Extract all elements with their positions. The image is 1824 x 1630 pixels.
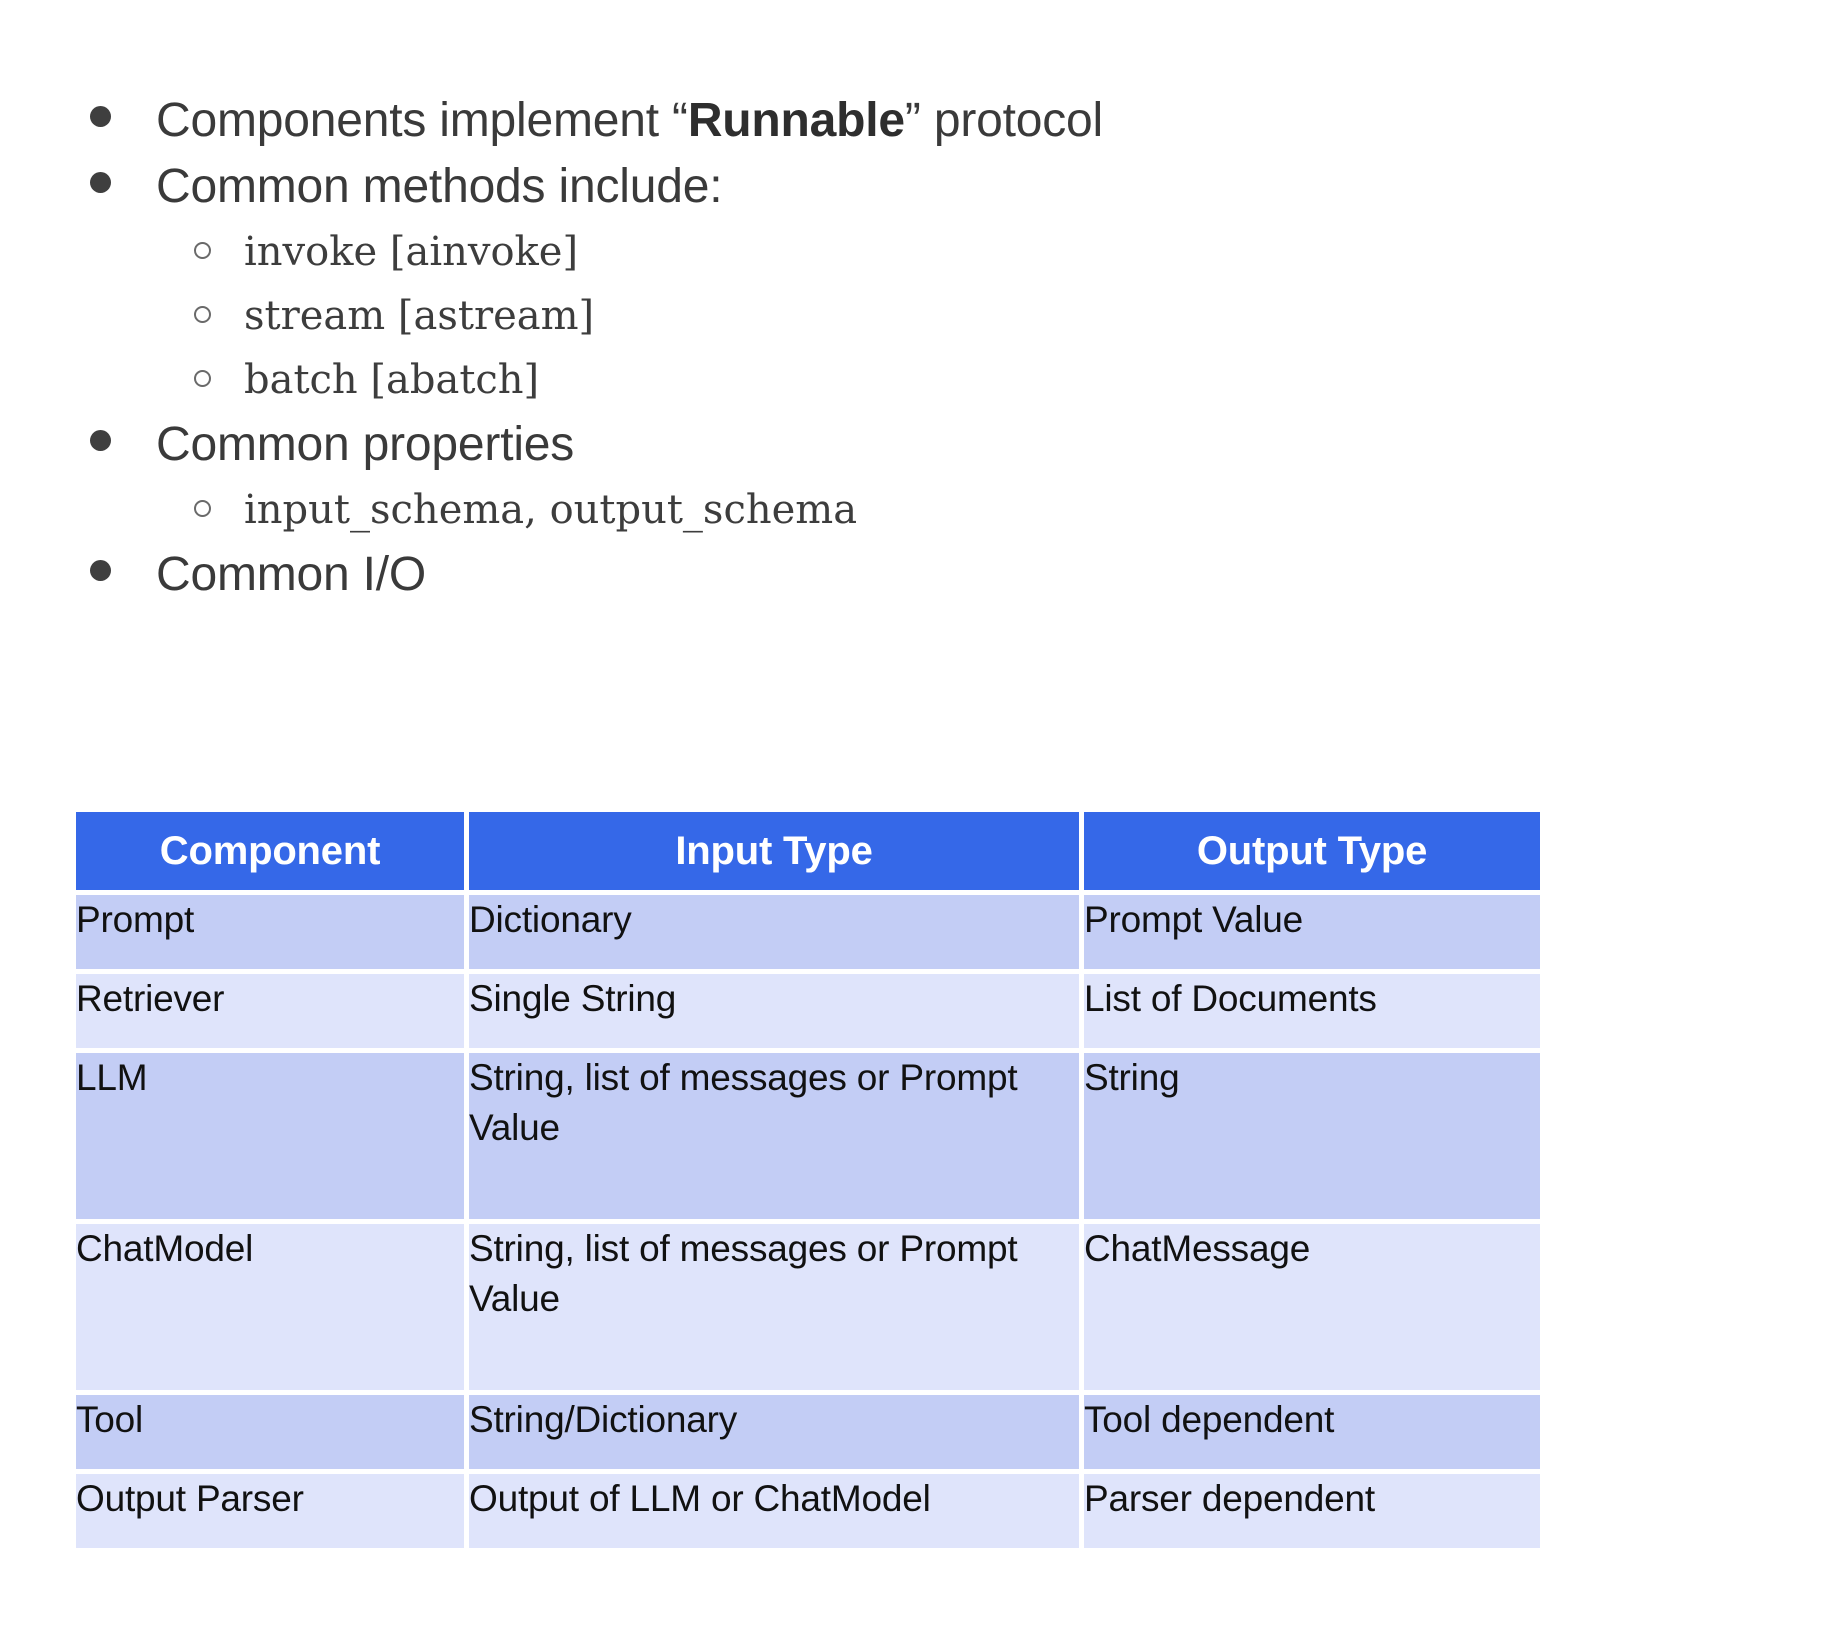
bullet-text-common-methods: Common methods include: [156, 160, 723, 213]
table-row: LLM String, list of messages or Prompt V… [76, 1053, 1540, 1219]
bullet-text-runnable: Components implement “Runnable” protocol [156, 94, 1103, 147]
bullet-text-stream: stream [astream] [244, 293, 595, 339]
cell-component: Output Parser [76, 1474, 464, 1548]
list-item: invoke [ainvoke] [76, 220, 1676, 284]
cell-output-type: Tool dependent [1084, 1395, 1540, 1469]
component-io-table-wrapper: Component Input Type Output Type Prompt … [76, 812, 1540, 1548]
table-header-row: Component Input Type Output Type [76, 812, 1540, 890]
table-row: ChatModel String, list of messages or Pr… [76, 1224, 1540, 1390]
column-header-input-type: Input Type [469, 812, 1079, 890]
cell-component: ChatModel [76, 1224, 464, 1390]
cell-component: Tool [76, 1395, 464, 1469]
cell-output-type: Parser dependent [1084, 1474, 1540, 1548]
cell-output-type: Prompt Value [1084, 895, 1540, 969]
filled-bullet-icon [76, 542, 156, 581]
bullet-text-schemas: input_schema, output_schema [244, 487, 858, 533]
column-header-component: Component [76, 812, 464, 890]
list-item: stream [astream] [76, 284, 1676, 348]
cell-component: Prompt [76, 895, 464, 969]
table-row: Tool String/Dictionary Tool dependent [76, 1395, 1540, 1469]
cell-input-type: String, list of messages or Prompt Value [469, 1224, 1079, 1390]
table-body: Prompt Dictionary Prompt Value Retriever… [76, 895, 1540, 1548]
bullet-text-common-io: Common I/O [156, 548, 427, 601]
table-row: Retriever Single String List of Document… [76, 974, 1540, 1048]
bullet-text-invoke: invoke [ainvoke] [244, 229, 579, 275]
column-header-output-type: Output Type [1084, 812, 1540, 890]
hollow-bullet-icon [176, 284, 244, 323]
list-item: Common properties [76, 412, 1676, 478]
cell-output-type: List of Documents [1084, 974, 1540, 1048]
hollow-bullet-icon [176, 478, 244, 517]
cell-output-type: ChatMessage [1084, 1224, 1540, 1390]
table-row: Prompt Dictionary Prompt Value [76, 895, 1540, 969]
cell-input-type: Output of LLM or ChatModel [469, 1474, 1079, 1548]
bullet-list: Components implement “Runnable” protocol… [76, 88, 1676, 608]
cell-input-type: Single String [469, 974, 1079, 1048]
cell-input-type: String/Dictionary [469, 1395, 1079, 1469]
list-item: Common I/O [76, 542, 1676, 608]
hollow-bullet-icon [176, 220, 244, 259]
bullet-text-batch: batch [abatch] [244, 357, 540, 403]
filled-bullet-icon [76, 154, 156, 193]
list-item: Components implement “Runnable” protocol [76, 88, 1676, 154]
cell-output-type: String [1084, 1053, 1540, 1219]
list-item: Common methods include: [76, 154, 1676, 220]
hollow-bullet-icon [176, 348, 244, 387]
filled-bullet-icon [76, 88, 156, 127]
list-item: batch [abatch] [76, 348, 1676, 412]
cell-component: Retriever [76, 974, 464, 1048]
table-row: Output Parser Output of LLM or ChatModel… [76, 1474, 1540, 1548]
list-item: input_schema, output_schema [76, 478, 1676, 542]
cell-input-type: Dictionary [469, 895, 1079, 969]
cell-input-type: String, list of messages or Prompt Value [469, 1053, 1079, 1219]
component-io-table: Component Input Type Output Type Prompt … [71, 807, 1545, 1553]
table-header: Component Input Type Output Type [76, 812, 1540, 890]
cell-component: LLM [76, 1053, 464, 1219]
emphasis-runnable: Runnable [687, 94, 905, 147]
filled-bullet-icon [76, 412, 156, 451]
bullet-text-common-properties: Common properties [156, 418, 575, 471]
